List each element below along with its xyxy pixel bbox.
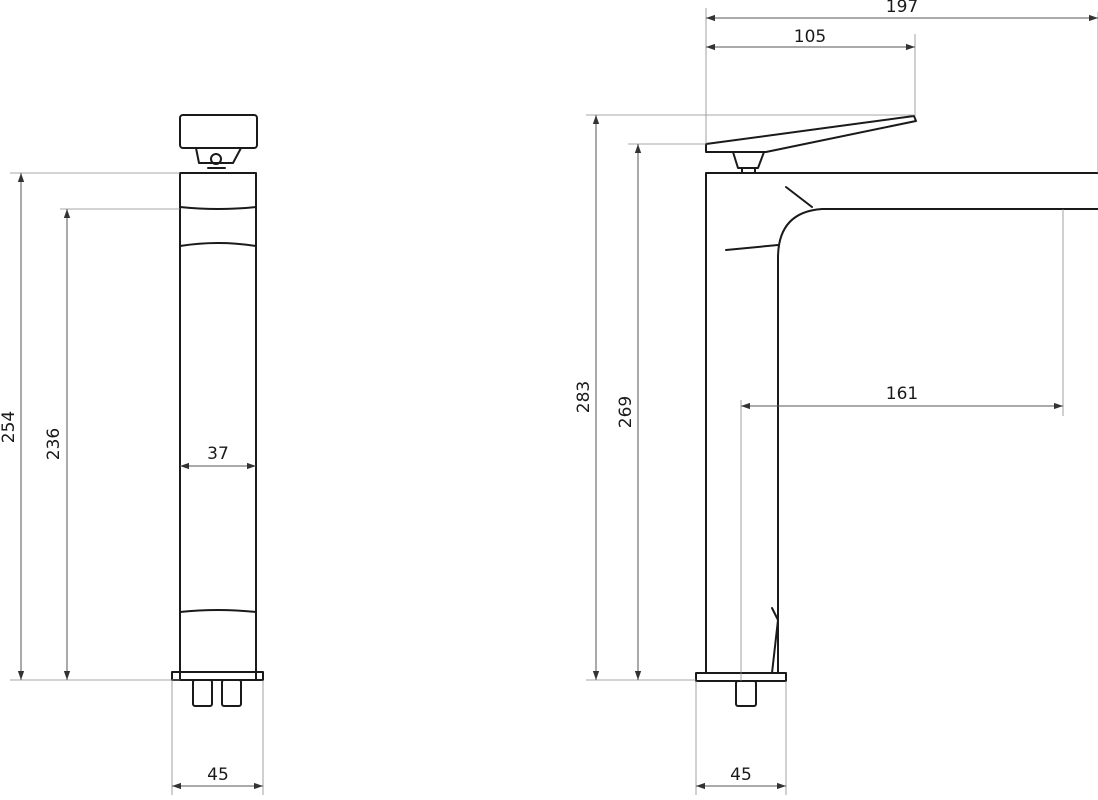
side-dim-spout-reach: 161 (886, 384, 918, 404)
side-lever (705, 115, 917, 153)
side-dim-spout-height: 269 (616, 396, 636, 428)
front-pipe-right (221, 679, 242, 707)
front-handle (179, 114, 258, 149)
front-dim-body-width: 37 (207, 444, 229, 464)
side-body-outline (705, 172, 1098, 674)
front-dim-base-width: 45 (207, 765, 229, 785)
front-handle-screw (210, 153, 222, 165)
side-lever-neck (732, 151, 765, 169)
side-aerator-detail (771, 607, 779, 674)
side-dim-overall-length: 197 (886, 0, 918, 17)
front-dim-total-height: 254 (0, 411, 19, 443)
front-pipe-left (192, 679, 213, 707)
side-dim-lever-length: 105 (794, 27, 826, 47)
front-base-plate (171, 671, 264, 681)
side-dim-base-width: 45 (730, 765, 752, 785)
side-view: 197 105 283 269 161 45 (574, 0, 1098, 795)
front-dim-spout-height: 236 (44, 428, 64, 460)
front-body (179, 172, 257, 681)
side-dim-total-height: 283 (574, 381, 594, 413)
side-pipe (735, 680, 757, 707)
front-view: 254 236 37 45 (0, 114, 264, 795)
